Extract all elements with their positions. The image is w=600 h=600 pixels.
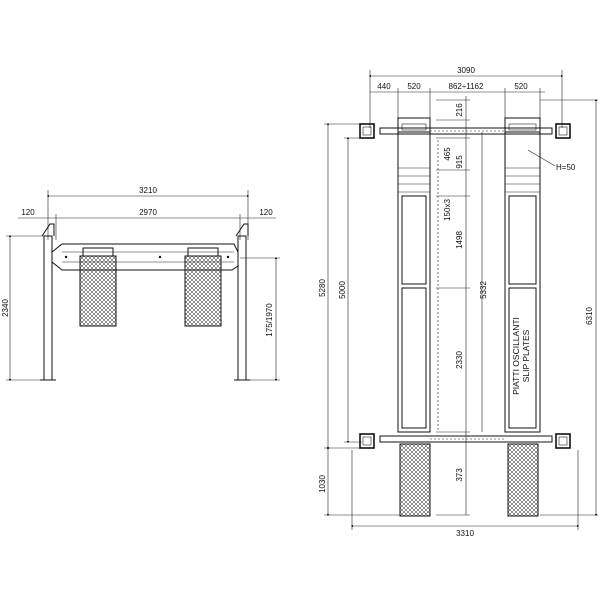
top-view: 3090 440 520 862÷1162 520 — [318, 66, 598, 538]
dim-top-1498: 1498 — [455, 231, 464, 249]
dim-top-runway-gap: 862÷1162 — [449, 82, 484, 91]
dim-top-post-distance: 5000 — [338, 281, 347, 299]
dim-top-total-length: 6310 — [585, 307, 594, 325]
dim-top-915: 915 — [455, 155, 464, 169]
dim-top-runway-width-right: 520 — [514, 82, 528, 91]
slip-plates-label-it: PIATTI OSCILLANTI — [511, 317, 521, 395]
dim-top-ramp-length: 1030 — [318, 475, 327, 493]
post-base-rear-right — [555, 433, 571, 449]
dim-top-2330: 2330 — [455, 351, 464, 369]
dim-top-front-clearance: 216 — [455, 103, 464, 117]
dim-front-left-offset: 120 — [21, 208, 35, 217]
post-base-front-right — [555, 123, 571, 139]
front-view: 3210 120 2970 120 — [1, 186, 280, 382]
dim-front-inner-width: 2970 — [139, 208, 157, 217]
dim-front-total-height: 2340 — [1, 299, 10, 317]
right-runway — [504, 117, 541, 433]
ramp-left — [399, 443, 431, 517]
slip-plates-label-en: SLIP PLATES — [521, 329, 531, 382]
dim-top-5332: 5332 — [479, 281, 488, 299]
dim-front-lift-range: 175/1970 — [265, 303, 274, 337]
dim-front-right-offset: 120 — [259, 208, 273, 217]
dim-top-465: 465 — [443, 147, 452, 161]
dim-top-overall-width: 3090 — [457, 66, 475, 75]
dim-top-373: 373 — [455, 468, 464, 482]
dim-front-overall-width: 3210 — [139, 186, 157, 195]
dim-top-runway-length: 5280 — [318, 279, 327, 297]
post-base-rear-left — [359, 433, 375, 449]
post-base-front-left — [359, 123, 375, 139]
plate-height-label: H=50 — [556, 163, 576, 172]
dim-top-150x3: 150x3 — [443, 199, 452, 221]
left-runway — [397, 117, 431, 433]
ramp-right — [507, 443, 539, 517]
dim-top-runway-width-left: 520 — [407, 82, 421, 91]
dim-top-base-width: 3310 — [456, 529, 474, 538]
dim-top-left-offset: 440 — [377, 82, 391, 91]
